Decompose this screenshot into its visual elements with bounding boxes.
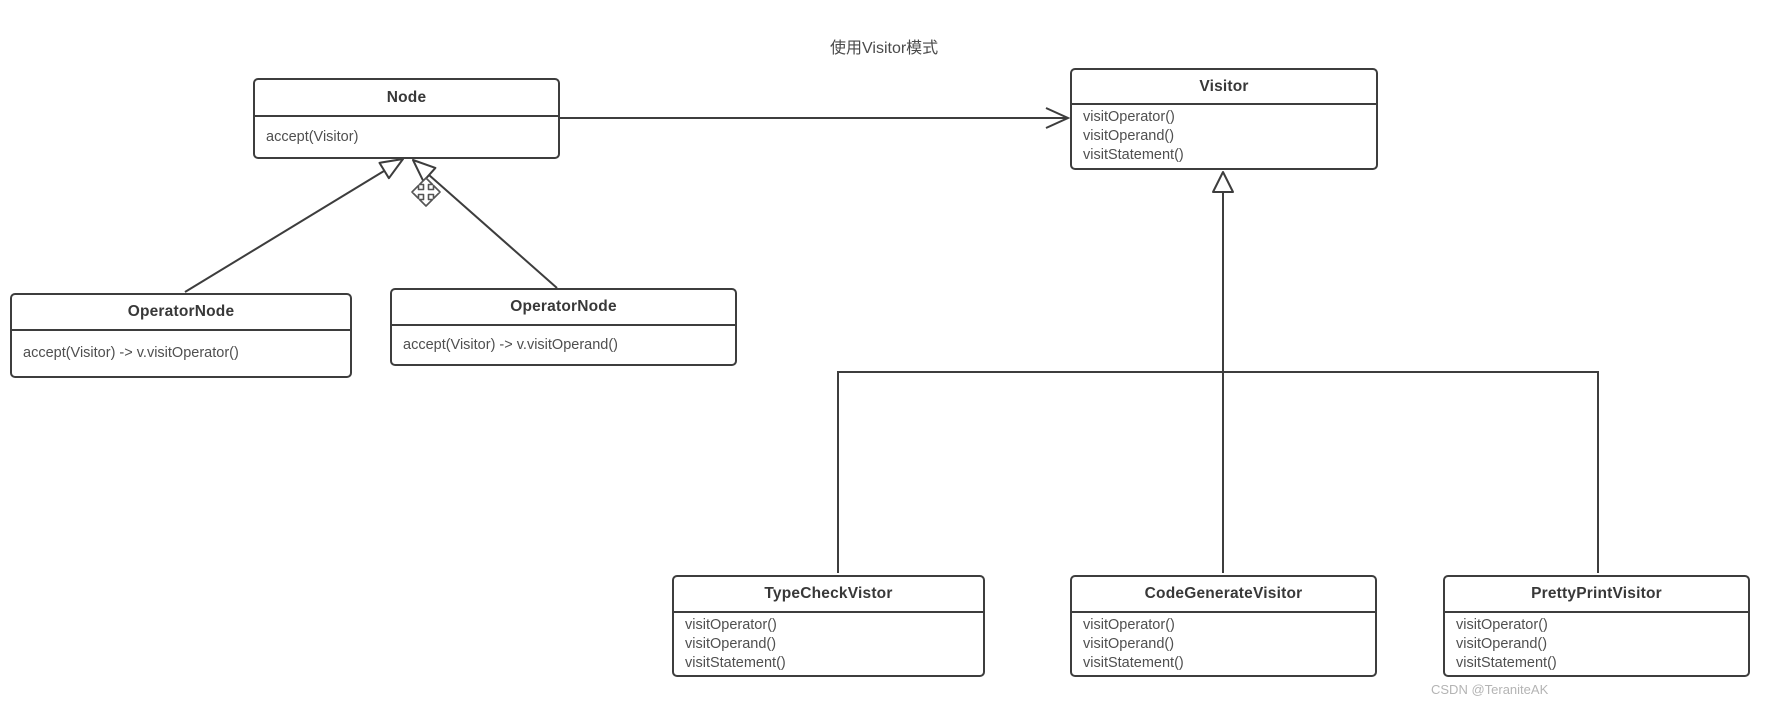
arrowhead-open-visitor: [1045, 107, 1071, 129]
generalization-line-left[interactable]: [184, 170, 385, 293]
class-visitor-method: visitStatement(): [1083, 147, 1184, 163]
class-pretty-print-method: visitOperator(): [1456, 617, 1548, 633]
class-code-generate-visitor[interactable]: CodeGenerateVisitor visitOperator() visi…: [1070, 575, 1377, 677]
class-code-generate-method: visitOperand(): [1083, 636, 1175, 652]
generalization-arrowhead-left: [378, 158, 404, 180]
class-operator-node-right-title: OperatorNode: [510, 298, 617, 315]
class-pretty-print-method: visitStatement(): [1456, 655, 1557, 671]
class-visitor[interactable]: Visitor visitOperator() visitOperand() v…: [1070, 68, 1378, 170]
class-operator-node-right-method: accept(Visitor) -> v.visitOperand(): [403, 336, 619, 353]
class-type-check-visitor[interactable]: TypeCheckVistor visitOperator() visitOpe…: [672, 575, 985, 677]
class-operator-node-left-method: accept(Visitor) -> v.visitOperator(): [23, 345, 239, 361]
class-visitor-method: visitOperator(): [1083, 109, 1175, 125]
class-node-title: Node: [386, 88, 427, 106]
class-visitor-title: Visitor: [1199, 77, 1249, 95]
class-operator-node-left[interactable]: OperatorNode accept(Visitor) -> v.visitO…: [10, 293, 352, 378]
generalization-line-right[interactable]: [428, 174, 558, 289]
diagram-title: 使用Visitor模式: [830, 40, 939, 57]
generalization-tree-line[interactable]: [837, 371, 1599, 573]
class-node[interactable]: Node accept(Visitor): [253, 78, 560, 159]
class-pretty-print-title: PrettyPrintVisitor: [1531, 585, 1662, 602]
class-type-check-method: visitOperator(): [685, 617, 777, 633]
class-code-generate-method: visitStatement(): [1083, 655, 1184, 671]
class-pretty-print-method: visitOperand(): [1456, 636, 1548, 652]
class-node-method: accept(Visitor): [266, 128, 359, 145]
csdn-watermark: CSDN @TeraniteAK: [1431, 682, 1549, 697]
class-visitor-method: visitOperand(): [1083, 128, 1175, 144]
generalization-arrowhead-right: [412, 159, 437, 183]
class-type-check-title: TypeCheckVistor: [764, 585, 893, 602]
class-code-generate-method: visitOperator(): [1083, 617, 1175, 633]
move-cursor-icon: [411, 177, 441, 207]
class-type-check-method: visitStatement(): [685, 655, 786, 671]
class-code-generate-title: CodeGenerateVisitor: [1144, 585, 1303, 602]
class-type-check-method: visitOperand(): [685, 636, 777, 652]
class-pretty-print-visitor[interactable]: PrettyPrintVisitor visitOperator() visit…: [1443, 575, 1750, 677]
class-operator-node-right[interactable]: OperatorNode accept(Visitor) -> v.visitO…: [390, 288, 737, 366]
generalization-arrowhead-visitor: [1212, 171, 1234, 193]
class-operator-node-left-title: OperatorNode: [127, 303, 235, 320]
